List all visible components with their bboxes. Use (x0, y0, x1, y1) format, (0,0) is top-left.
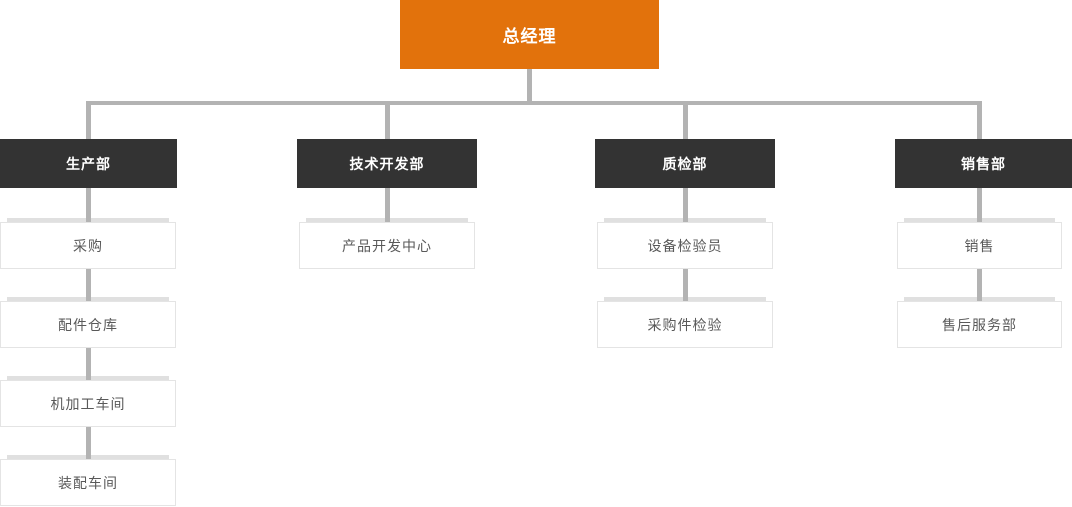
child-node-2-0: 设备检验员 (597, 218, 773, 269)
connector-dept-drop (682, 101, 688, 139)
child-node-0-0: 采购 (0, 218, 176, 269)
child-node-1-0: 产品开发中心 (299, 218, 475, 269)
child-node-3-1: 售后服务部 (897, 297, 1062, 348)
connector-stub (977, 269, 982, 301)
child-node-2-1: 采购件检验 (597, 297, 773, 348)
connector-stub (977, 188, 982, 222)
connector-stub (85, 269, 91, 301)
child-node-3-0: 销售 (897, 218, 1062, 269)
dept-node-2: 质检部 (595, 139, 775, 188)
connector-dept-drop (384, 101, 390, 139)
root-node: 总经理 (400, 0, 659, 69)
connector-stub (682, 188, 688, 222)
connector-dept-drop (977, 101, 982, 139)
connector-horizontal (85, 101, 982, 105)
connector-stub (384, 188, 390, 222)
child-node-0-1: 配件仓库 (0, 297, 176, 348)
connector-stub (85, 188, 91, 222)
child-node-0-2: 机加工车间 (0, 376, 176, 427)
connector-stub (85, 427, 91, 459)
connector-dept-drop (85, 101, 91, 139)
connector-stub (682, 269, 688, 301)
connector-root-vertical (527, 69, 532, 105)
dept-node-3: 销售部 (895, 139, 1072, 188)
child-node-0-3: 装配车间 (0, 455, 176, 506)
dept-node-1: 技术开发部 (297, 139, 477, 188)
connector-stub (85, 348, 91, 380)
dept-node-0: 生产部 (0, 139, 177, 188)
